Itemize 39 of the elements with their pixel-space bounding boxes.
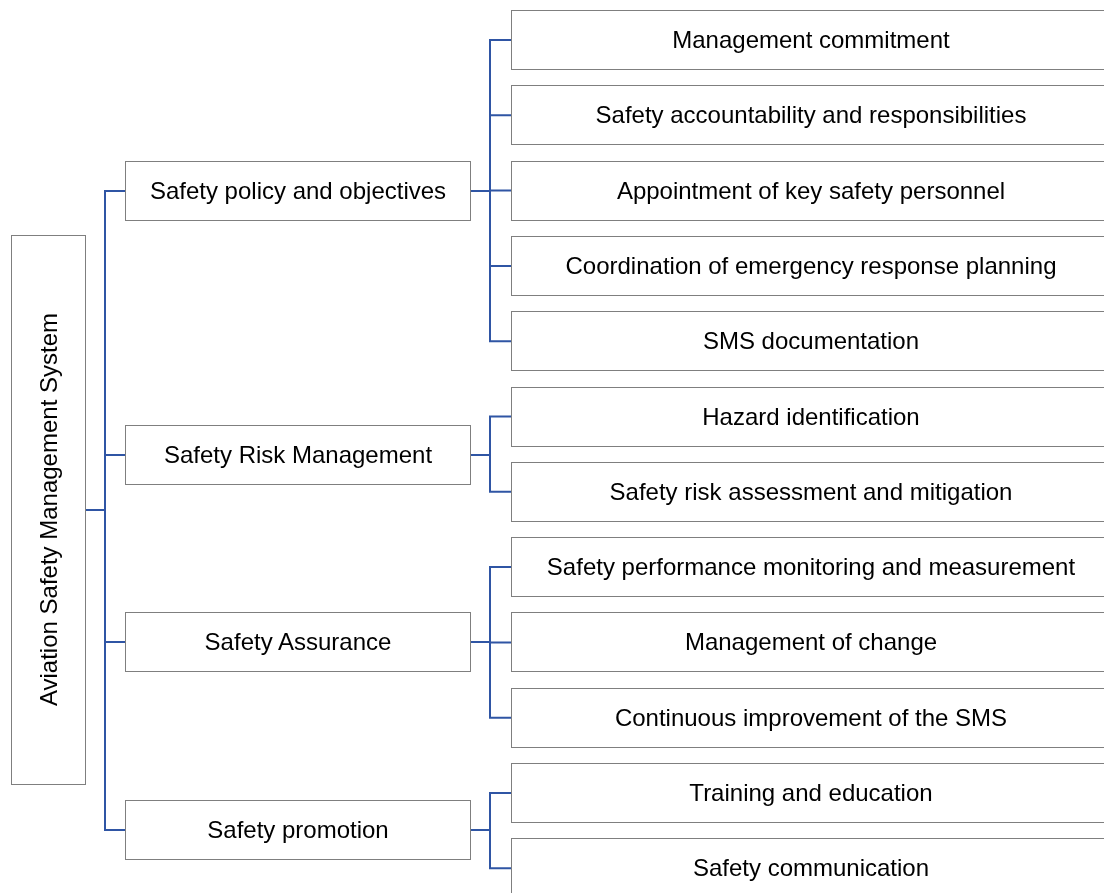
node-label: Training and education	[689, 779, 933, 807]
node-label: Management of change	[684, 628, 938, 657]
tree-connector	[470, 641, 512, 719]
node-label: Safety accountability and responsibilities	[595, 101, 1027, 130]
category-box	[511, 235, 1104, 296]
category-box	[511, 160, 1104, 221]
category-box	[511, 386, 1104, 447]
tree-connector	[470, 454, 512, 493]
category-box	[511, 687, 1104, 748]
node-label: Safety performance monitoring and measurement	[546, 553, 1076, 582]
category-box	[511, 85, 1104, 146]
node-label: Safety communication	[692, 854, 930, 883]
node-label: Continuous improvement of the SMS	[614, 703, 1008, 732]
category-box	[125, 612, 471, 672]
tree-connector	[470, 190, 512, 343]
tree-connector	[470, 829, 512, 870]
category-box	[511, 311, 1104, 372]
category-box	[511, 763, 1104, 823]
node-label: Coordination of emergency response planning	[565, 251, 1057, 280]
root-label: Aviation Safety Management System	[34, 313, 63, 707]
node-label: Safety policy and objectives	[149, 177, 447, 205]
node-label: Hazard identification	[702, 402, 920, 431]
node-label: SMS documentation	[702, 327, 920, 356]
category-box	[511, 537, 1104, 598]
node-label: Management commitment	[672, 26, 950, 54]
node-label: Safety Assurance	[204, 628, 392, 656]
category-box	[511, 10, 1104, 70]
node-label: Safety Risk Management	[163, 441, 433, 469]
tree-connector	[85, 509, 126, 831]
category-box	[125, 425, 471, 485]
node-label: Safety promotion	[207, 816, 389, 844]
category-box	[511, 612, 1104, 673]
category-box	[511, 461, 1104, 522]
node-label: Safety risk assessment and mitigation	[609, 477, 1013, 506]
category-box	[125, 800, 471, 860]
node-label: Appointment of key safety personnel	[616, 176, 1006, 205]
category-box	[125, 161, 471, 221]
root-box	[11, 235, 86, 785]
category-box	[511, 838, 1104, 893]
